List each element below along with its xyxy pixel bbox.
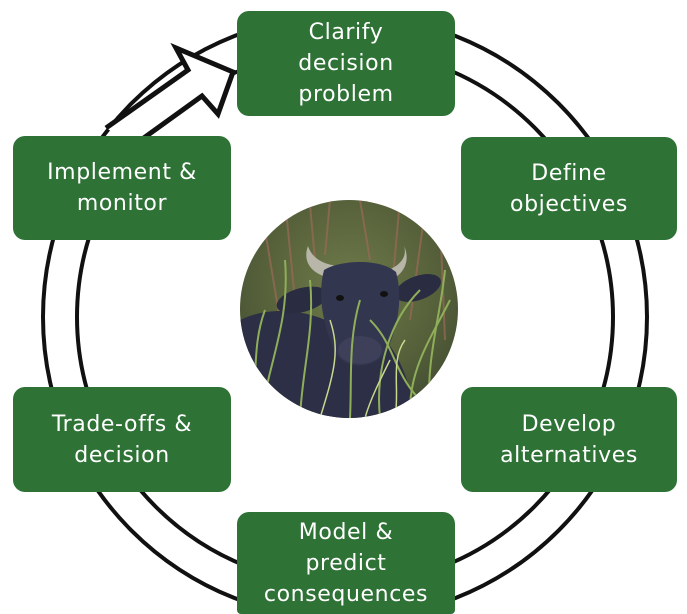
buffalo-ear-right [395,274,441,302]
buffalo-ear-left [276,286,328,314]
buffalo-eye-left [336,295,344,301]
step-clarify-decision-problem: Clarify decision problem [237,11,455,116]
cycle-arrow-icon [104,42,237,148]
buffalo-head [321,262,400,366]
buffalo-muzzle [338,336,382,364]
buffalo-photo [240,200,458,418]
step-model-predict-consequences: Model & predict consequences [237,512,455,614]
step-trade-offs-decision: Trade-offs & decision [13,387,231,492]
step-implement-monitor: Implement & monitor [13,136,231,240]
buffalo-eye-right [380,291,388,297]
step-develop-alternatives: Develop alternatives [461,387,677,492]
step-define-objectives: Define objectives [461,137,677,240]
